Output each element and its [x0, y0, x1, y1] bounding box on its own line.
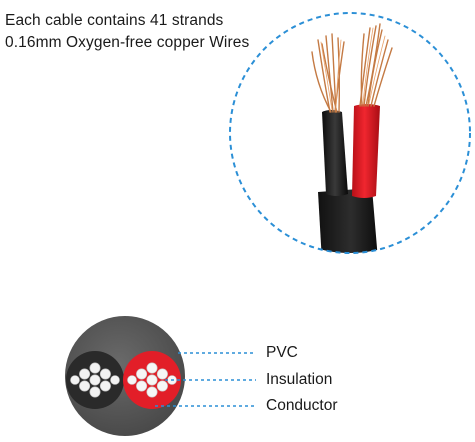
cable-cross-section-illustration — [65, 316, 185, 436]
callout-label-pvc: PVC — [266, 344, 298, 361]
caption-line-1: Each cable contains 41 strands — [5, 12, 224, 29]
caption-line-2: 0.16mm Oxygen-free copper Wires — [5, 34, 250, 51]
product-caption: Each cable contains 41 strands 0.16mm Ox… — [5, 10, 250, 54]
callout-label-conductor: Conductor — [266, 397, 338, 414]
callout-label-insulation: Insulation — [266, 371, 333, 388]
cable-closeup-illustration — [229, 12, 471, 254]
